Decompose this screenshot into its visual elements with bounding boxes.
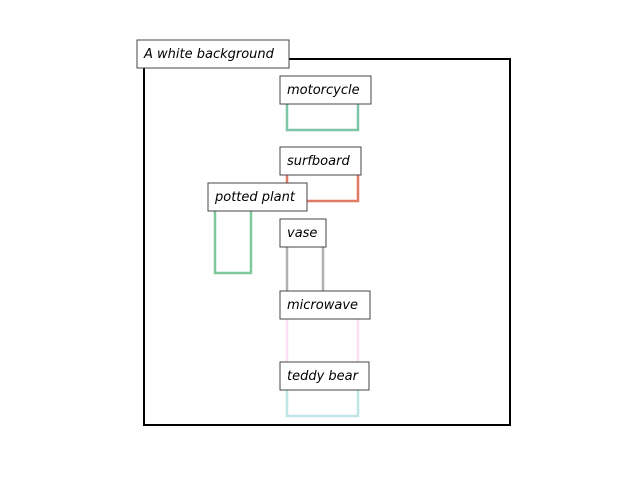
background-label-box [136,39,290,69]
potted-plant-box [213,197,253,275]
teddy-bear-label: teddy bear [287,369,360,384]
motorcycle-label-group: motorcycle [279,75,372,105]
motorcycle-label-box [279,75,372,105]
vase-label-group: vase [279,218,327,248]
scene-frame [143,58,511,426]
microwave-label-box [279,290,371,320]
potted-plant-label-group: potted plant [207,182,308,212]
surfboard-label-group: surfboard [279,146,362,176]
background-label-group: A white background [136,39,290,69]
surfboard-label: surfboard [287,154,350,169]
potted-plant-label-box [207,182,308,212]
potted-plant-label: potted plant [214,190,296,205]
microwave-label: microwave [287,298,358,313]
surfboard-label-box [279,146,362,176]
vase-label-box [279,218,327,248]
motorcycle-label: motorcycle [287,83,360,98]
vase-label: vase [287,226,317,241]
microwave-label-group: microwave [279,290,371,320]
background-label: A white background [143,47,275,62]
motorcycle-box [285,90,360,132]
surfboard-box [285,161,360,203]
teddy-bear-box [285,376,360,418]
teddy-bear-label-group: teddy bear [279,361,370,391]
teddy-bear-label-box [279,361,370,391]
